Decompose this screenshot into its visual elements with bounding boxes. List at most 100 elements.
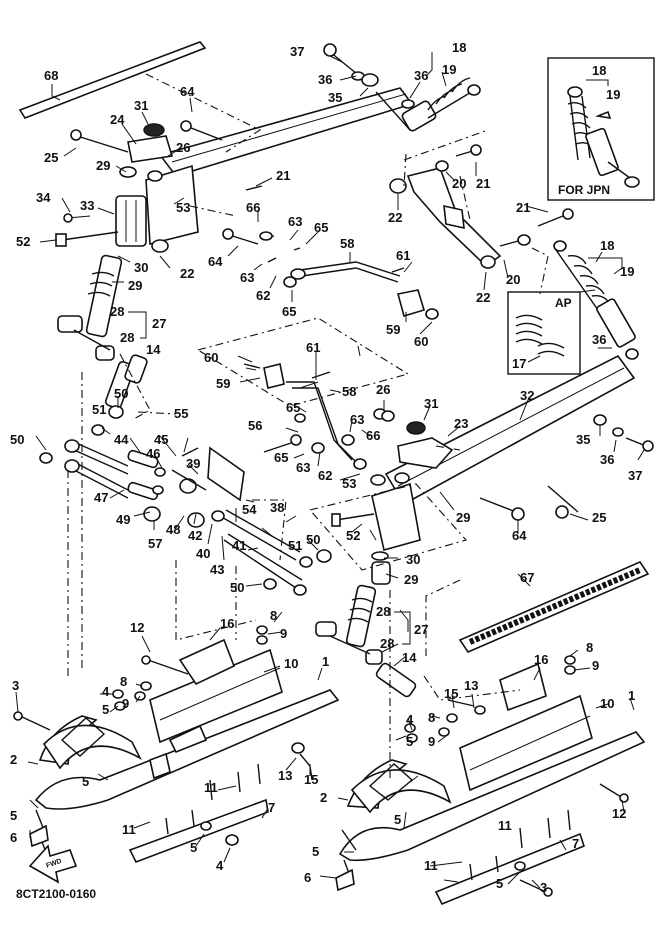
left-a-arms — [39, 354, 332, 596]
leader-lines — [15, 52, 645, 889]
callout-36-top-b: 36 — [414, 68, 428, 83]
callout-60-mid: 60 — [204, 350, 218, 365]
callout-5-bottom-right: 5 — [496, 876, 503, 891]
callout-59-top: 59 — [386, 322, 400, 337]
callout-31-right: 31 — [424, 396, 438, 411]
callout-65-mid: 65 — [282, 304, 296, 319]
callout-30-right: 30 — [406, 552, 420, 567]
callout-52-low: 52 — [346, 528, 360, 543]
callout-35-right: 35 — [576, 432, 590, 447]
callout-43: 43 — [210, 562, 224, 577]
callout-64-low-right: 64 — [512, 528, 527, 543]
callout-10-right: 10 — [600, 696, 614, 711]
callout-37-low-right: 37 — [628, 468, 642, 483]
callout-50-upper: 50 — [114, 386, 128, 401]
callout-3-right: 3 — [540, 880, 547, 895]
callout-5-right-b: 5 — [394, 812, 401, 827]
callout-23: 23 — [454, 416, 468, 431]
callout-30-left: 30 — [134, 260, 148, 275]
callout-15-right: 15 — [444, 686, 458, 701]
callout-6-right: 6 — [304, 870, 311, 885]
callout-58-top: 58 — [340, 236, 354, 251]
callout-64-mid: 64 — [208, 254, 223, 269]
callout-13-left: 13 — [278, 768, 292, 783]
callout-27-upper: 27 — [152, 316, 166, 331]
callout-36-top-a: 36 — [318, 72, 332, 87]
callout-11-left-b: 11 — [122, 822, 136, 837]
callout-45: 45 — [154, 432, 168, 447]
callout-19-right: 19 — [620, 264, 634, 279]
callout-19-top: 19 — [442, 62, 456, 77]
callout-39: 39 — [186, 456, 200, 471]
callout-22-right: 22 — [476, 290, 490, 305]
callout-49: 49 — [116, 512, 130, 527]
guide-lines — [67, 73, 549, 780]
callout-62-top: 62 — [256, 288, 270, 303]
inset-jpn-label: FOR JPN — [558, 183, 610, 197]
callout-jpn-19: 19 — [606, 87, 620, 102]
lower-tie-rod — [243, 363, 387, 470]
callout-22-top-right: 22 — [388, 210, 402, 225]
callout-numbers: 68 64 31 24 26 25 29 21 34 33 53 66 63 6… — [10, 40, 642, 895]
callout-51-low: 51 — [288, 538, 302, 553]
callout-63-low-a: 63 — [350, 412, 364, 427]
callout-58-mid: 58 — [342, 384, 356, 399]
callout-3-left: 3 — [12, 678, 19, 693]
callout-31-left: 31 — [134, 98, 148, 113]
callout-44: 44 — [114, 432, 129, 447]
callout-52-left: 52 — [16, 234, 30, 249]
upper-cross-tube — [18, 41, 414, 177]
callout-35-top: 35 — [328, 90, 342, 105]
callout-15-left: 15 — [304, 772, 318, 787]
callout-47: 47 — [94, 490, 108, 505]
callout-29-left: 29 — [128, 278, 142, 293]
callout-7-right: 7 — [572, 836, 579, 851]
callout-9-right: 9 — [428, 734, 435, 749]
callout-40: 40 — [196, 546, 210, 561]
callout-12-left: 12 — [130, 620, 144, 635]
callout-66-mid: 66 — [366, 428, 380, 443]
callout-29-right: 29 — [404, 572, 418, 587]
callout-38: 38 — [270, 500, 284, 515]
callout-50-low: 50 — [306, 532, 320, 547]
callout-2-left: 2 — [10, 752, 17, 767]
callout-5-right-a: 5 — [406, 734, 413, 749]
document-number: 8CT2100-0160 — [16, 887, 96, 901]
callout-25-right: 25 — [592, 510, 606, 525]
callout-10-left: 10 — [284, 656, 298, 671]
callout-28-upper-a: 28 — [110, 304, 124, 319]
callout-29-top-left: 29 — [96, 158, 110, 173]
fwd-arrow: FWD — [28, 844, 78, 884]
callout-60-top: 60 — [414, 334, 428, 349]
callout-28-upper-b: 28 — [120, 330, 134, 345]
callout-4-bottom-left: 4 — [216, 858, 224, 873]
callout-46: 46 — [146, 446, 160, 461]
callout-18-right: 18 — [600, 238, 614, 253]
callout-8-upper-left: 8 — [270, 608, 277, 623]
callout-56: 56 — [248, 418, 262, 433]
callout-6-left: 6 — [10, 830, 17, 845]
callout-53-top: 53 — [176, 200, 190, 215]
right-shock-absorber — [553, 240, 639, 360]
callout-9-upper-right: 9 — [592, 658, 599, 673]
callout-61-top: 61 — [396, 248, 410, 263]
callout-63-mid: 63 — [240, 270, 254, 285]
right-ski — [335, 655, 646, 906]
callout-5-upper-left: 5 — [102, 702, 109, 717]
callout-5-lower-left: 5 — [10, 808, 17, 823]
callout-11-left-a: 11 — [204, 780, 218, 795]
callout-5-bottom-left: 5 — [190, 840, 197, 855]
callout-59-mid: 59 — [216, 376, 230, 391]
callout-14-upper: 14 — [146, 342, 161, 357]
callout-20-top: 20 — [452, 176, 466, 191]
callout-14-lower: 14 — [402, 650, 417, 665]
callout-28-lower-b: 28 — [380, 636, 394, 651]
callout-24: 24 — [110, 112, 125, 127]
callout-9-left: 9 — [122, 696, 129, 711]
callout-20-right: 20 — [506, 272, 520, 287]
callout-50-bottom: 50 — [230, 580, 244, 595]
callout-53-low: 53 — [342, 476, 356, 491]
left-spindle-assembly — [57, 123, 199, 410]
